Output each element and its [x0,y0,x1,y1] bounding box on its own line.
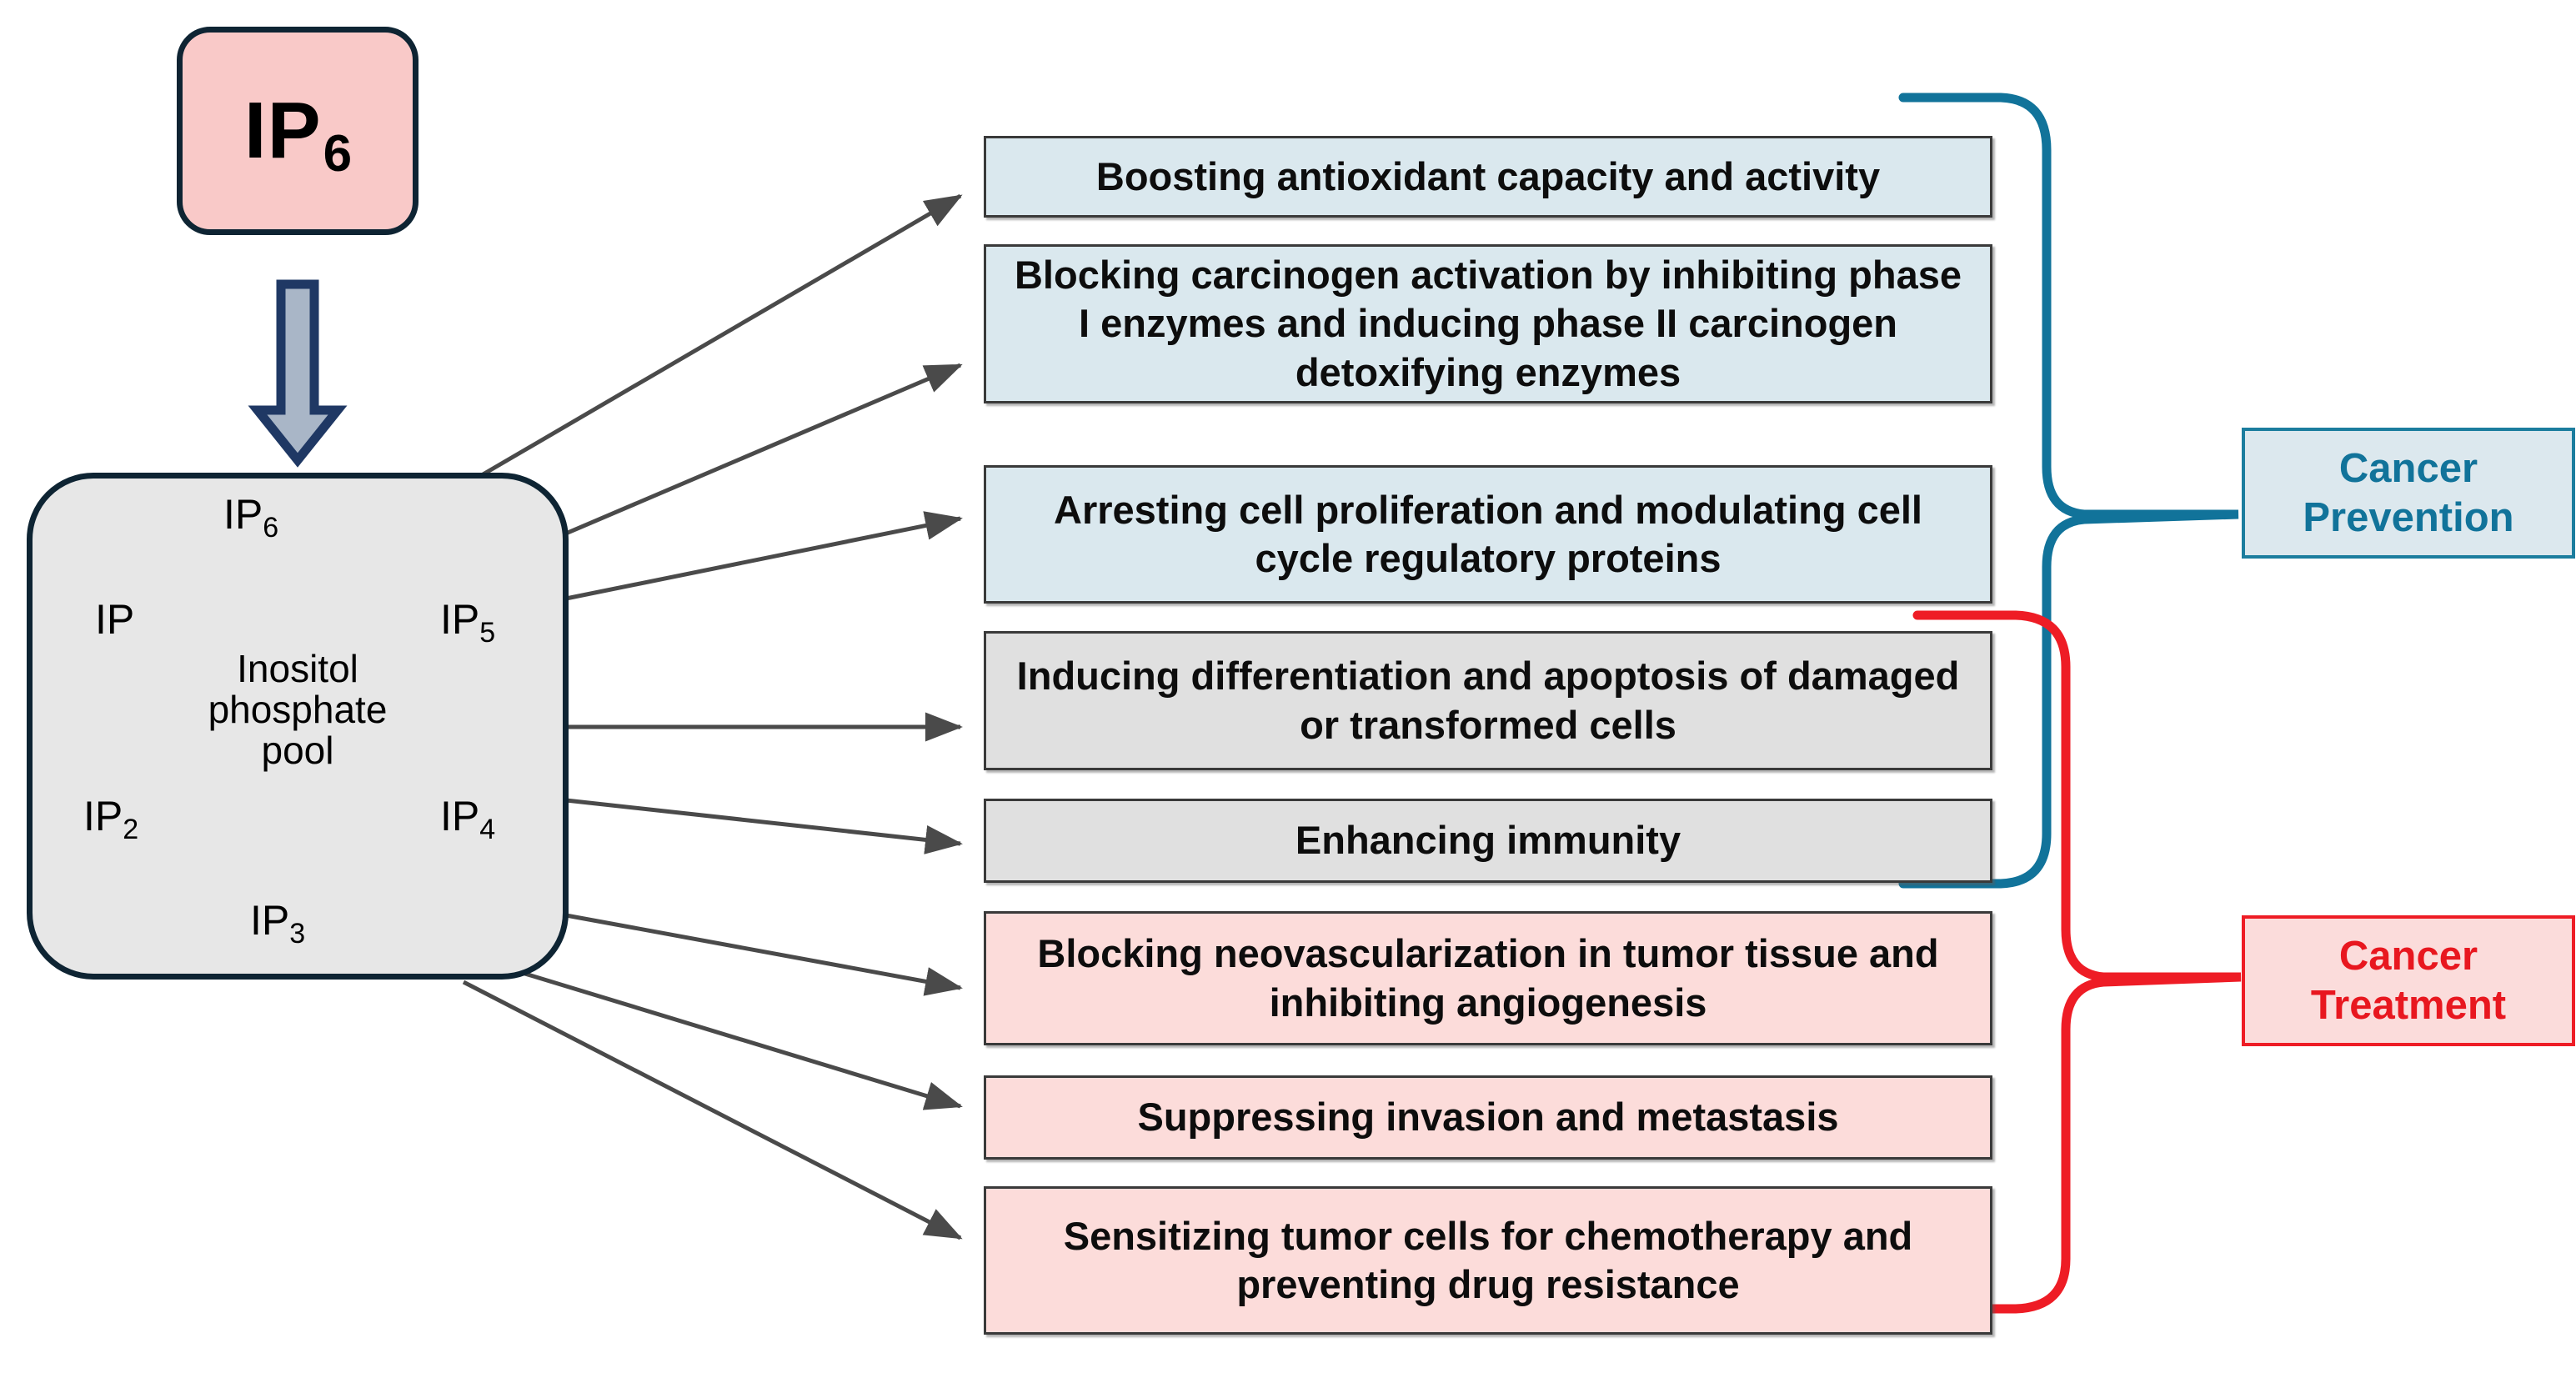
pool-center-caption: Inositol phosphate pool [177,647,418,773]
mechanism-box-arresting-cell-proliferation: Arresting cell proliferation and modulat… [984,465,1992,604]
outcome-box-cancer-prevention: Cancer Prevention [2242,428,2575,559]
mechanism-text: Arresting cell proliferation and modulat… [1054,487,1922,580]
outcome-line-2: Prevention [2303,494,2514,540]
outcome-label: Cancer Treatment [2311,932,2506,1030]
mechanism-box-inducing-differentiation-apoptosis: Inducing differentiation and apoptosis o… [984,631,1992,770]
arrow-to-mechanism-6 [565,913,963,996]
outcome-label: Cancer Prevention [2303,444,2513,543]
outcome-line-2: Treatment [2310,982,2507,1028]
cycle-label-ip5: IP5 [440,596,496,649]
cycle-label-ip4: IP4 [440,793,496,845]
arrow-to-mechanism-5 [565,798,963,854]
mechanism-text: Inducing differentiation and apoptosis o… [1016,654,1960,747]
mechanism-text: Enhancing immunity [1295,818,1681,863]
cycle-label-ip: IP [95,596,135,643]
mechanism-text: Blocking neovascularization in tumor tis… [1037,931,1939,1025]
ip6-source-node: IP6 [177,27,418,235]
mechanism-box-sensitizing-tumor-cells: Sensitizing tumor cells for chemotherapy… [984,1186,1992,1335]
mechanism-text: Suppressing invasion and metastasis [1137,1095,1839,1140]
cycle-label-ip3: IP3 [250,897,306,950]
pool-caption-line-1: Inositol [237,647,358,690]
arrow-to-mechanism-1 [479,193,963,479]
arrow-to-mechanism-7 [516,969,963,1110]
pool-caption-line-3: pool [261,729,334,773]
mechanism-text: Sensitizing tumor cells for chemotherapy… [1063,1213,1913,1306]
mechanism-text: Blocking carcinogen activation by inhibi… [1014,253,1962,394]
mechanism-text: Boosting antioxidant capacity and activi… [1095,153,1881,198]
mechanism-box-blocking-neovascularization: Blocking neovascularization in tumor tis… [984,911,1992,1045]
down-block-arrow [248,279,348,468]
inositol-phosphate-pool-node [27,473,569,980]
pool-caption-line-2: phosphate [208,688,388,732]
ip6-label: IP6 [243,86,353,183]
arrow-to-mechanism-2 [561,363,963,538]
cycle-label-ip6: IP6 [223,491,279,544]
mechanism-box-blocking-carcinogen-activation: Blocking carcinogen activation by inhibi… [984,244,1992,403]
arrow-to-mechanism-3 [565,511,963,601]
outcome-line-1: Cancer [2338,933,2478,979]
mechanism-box-boosting-antioxidant: Boosting antioxidant capacity and activi… [984,136,1992,218]
outcome-box-cancer-treatment: Cancer Treatment [2242,915,2575,1046]
mechanism-box-suppressing-invasion-metastasis: Suppressing invasion and metastasis [984,1075,1992,1160]
arrow-to-mechanism-8 [462,980,963,1240]
cycle-label-ip2: IP2 [83,793,139,845]
outcome-line-1: Cancer [2338,445,2478,491]
mechanism-box-enhancing-immunity: Enhancing immunity [984,799,1992,883]
